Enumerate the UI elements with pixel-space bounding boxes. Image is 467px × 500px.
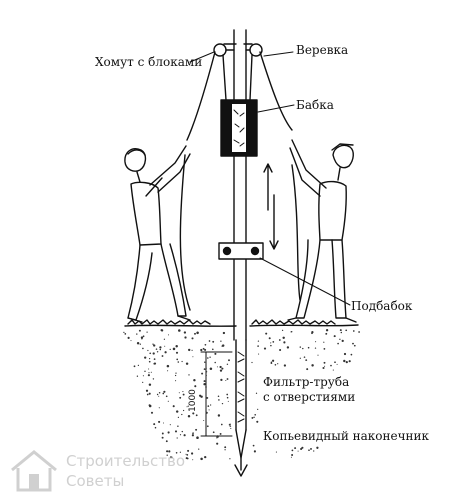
label-filter-line1: Фильтр-труба bbox=[263, 375, 350, 389]
rope-left bbox=[186, 51, 216, 141]
leader-support bbox=[259, 257, 351, 306]
ground-surface bbox=[124, 324, 359, 327]
worker-right bbox=[287, 139, 357, 323]
house-logo-icon bbox=[11, 450, 57, 492]
rope-hanging-right bbox=[291, 164, 301, 301]
rope-inner bbox=[222, 54, 253, 101]
tip-arrow bbox=[234, 457, 248, 477]
label-clamp: Хомут с блоками bbox=[95, 55, 203, 69]
pipe-upper bbox=[233, 29, 247, 341]
label-tip: Копьевидный наконечник bbox=[263, 429, 430, 443]
watermark: Строительство Советы bbox=[8, 446, 208, 496]
label-weight: Бабка bbox=[296, 98, 334, 112]
clamp-with-pulleys bbox=[213, 43, 263, 57]
ground-grass bbox=[127, 319, 336, 325]
watermark-line1: Строительство bbox=[66, 452, 186, 470]
leader-weight bbox=[257, 104, 295, 113]
dimension-label: 1000 bbox=[188, 389, 198, 412]
soil-texture bbox=[123, 329, 360, 461]
worker-left bbox=[124, 145, 191, 323]
drive-weight bbox=[220, 99, 258, 157]
label-rope: Веревка bbox=[296, 43, 349, 57]
leader-rope bbox=[263, 51, 294, 57]
label-filter-line2: с отверстиями bbox=[263, 390, 356, 404]
support-clamp bbox=[218, 242, 264, 260]
pipe-lower bbox=[235, 339, 247, 431]
rope-right bbox=[259, 51, 293, 131]
label-support: Подбабок bbox=[351, 299, 413, 313]
filter-pipe-holes bbox=[237, 351, 245, 423]
motion-arrows bbox=[263, 163, 279, 250]
leader-clamp bbox=[189, 51, 215, 63]
watermark-line2: Советы bbox=[66, 472, 125, 490]
spear-tip bbox=[235, 429, 247, 459]
rope-hanging-left bbox=[179, 154, 191, 311]
